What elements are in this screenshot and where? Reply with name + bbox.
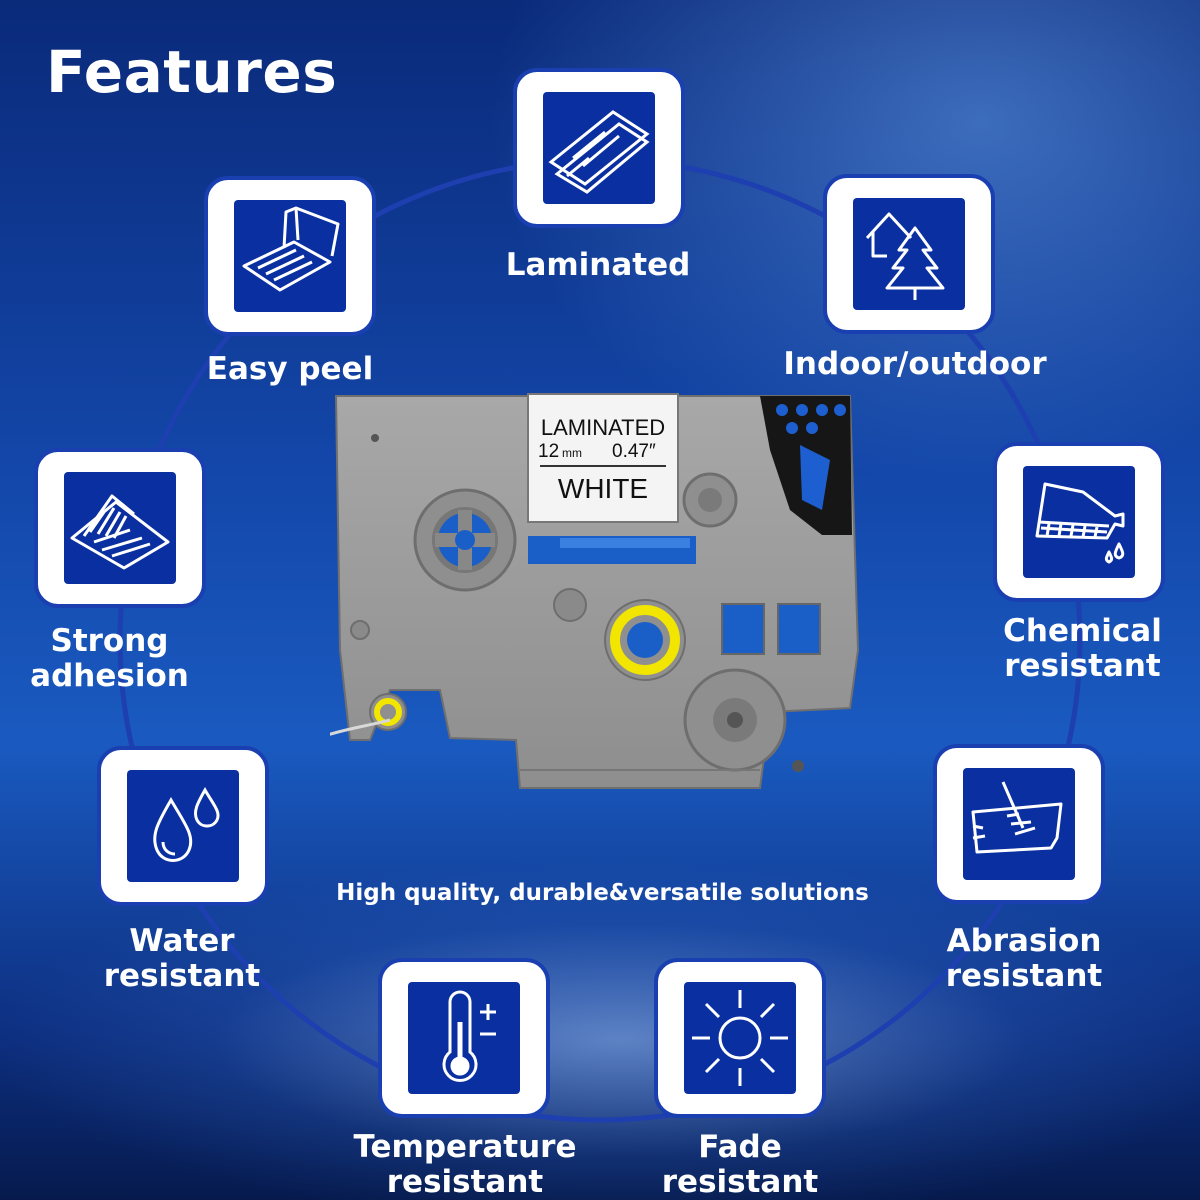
chemical-pour-icon — [1035, 482, 1125, 564]
tile-temperature — [378, 958, 550, 1118]
laminated-sheet-icon — [548, 110, 650, 194]
cassette-width-mm: 12 — [538, 441, 559, 462]
cassette-type: LAMINATED — [541, 415, 665, 440]
peel-label-icon — [242, 206, 340, 292]
page-title: Features — [46, 38, 338, 106]
water-drops-icon — [153, 786, 220, 862]
tile-adhesion — [34, 448, 206, 608]
adhesive-label-icon — [70, 494, 170, 570]
tile-chemical — [993, 442, 1165, 602]
label-laminated: Laminated — [505, 247, 691, 283]
house-tree-icon — [865, 212, 945, 300]
label-easy-peel: Easy peel — [206, 351, 374, 387]
cassette-color: WHITE — [558, 473, 648, 504]
tile-abrasion — [933, 744, 1105, 904]
label-indoor-outdoor: Indoor/outdoor — [783, 346, 1047, 382]
tile-laminated — [513, 68, 685, 228]
tile-easy-peel — [204, 176, 376, 336]
tagline: High quality, durable&versatile solution… — [336, 880, 869, 906]
tile-fade — [654, 958, 826, 1118]
abrasion-scratch-icon — [971, 781, 1063, 854]
sun-icon — [692, 990, 788, 1086]
thermometer-icon — [442, 990, 496, 1082]
cassette-width-in: 0.47″ — [612, 441, 656, 462]
cassette-unit-mm: mm — [562, 446, 582, 460]
tile-indoor-outdoor — [823, 174, 995, 334]
tile-water — [97, 746, 269, 906]
label-tape-cassette: LAMINATED 12 mm 0.47″ WHITE — [330, 393, 860, 789]
